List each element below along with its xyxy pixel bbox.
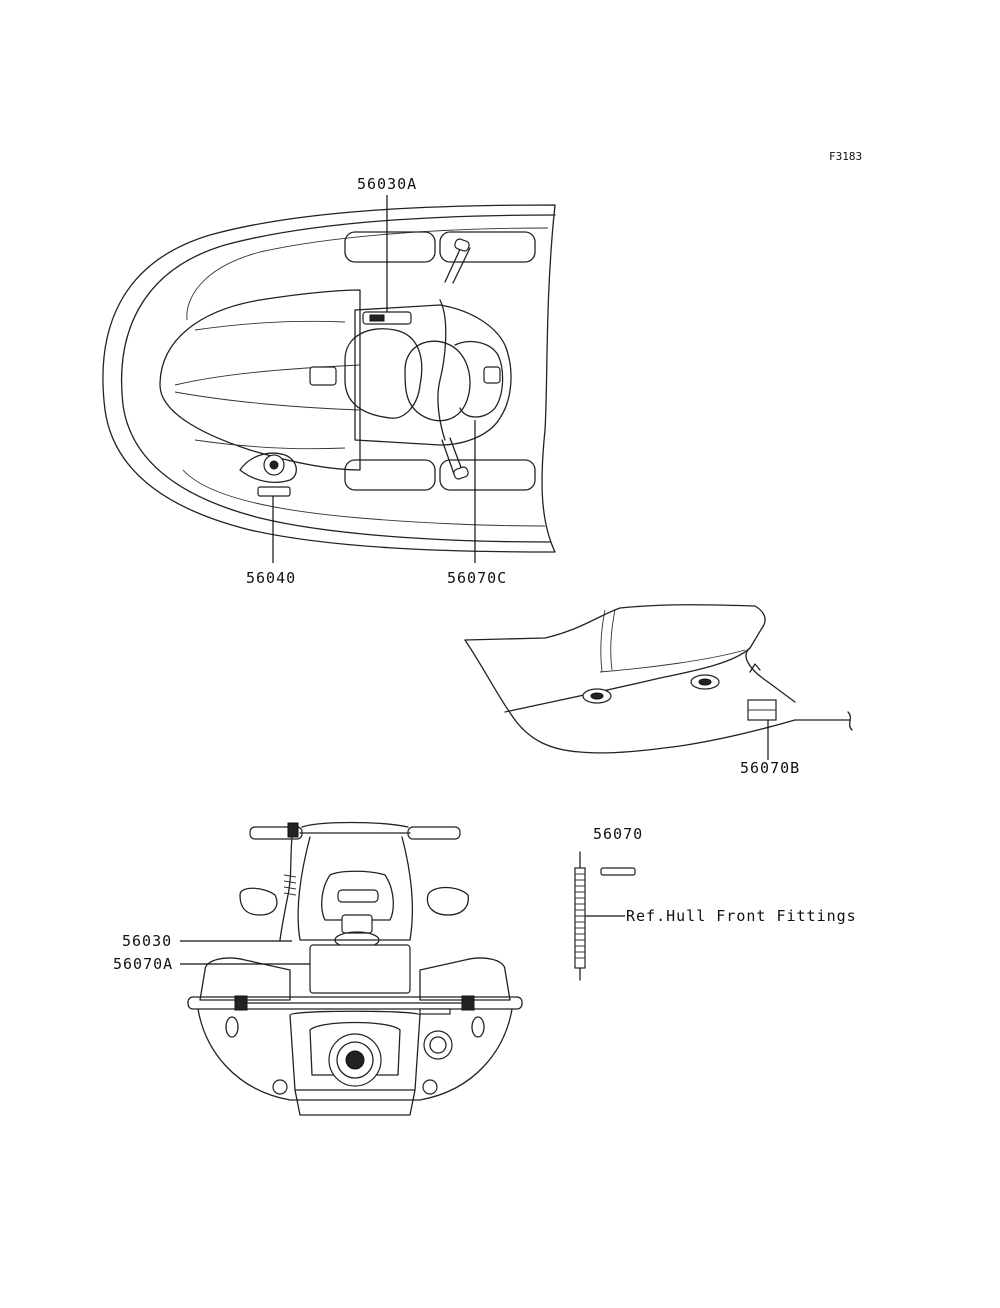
callout-56070: 56070: [593, 825, 644, 843]
callout-56070C: 56070C: [447, 569, 508, 587]
reference-note: Ref.Hull Front Fittings: [626, 907, 857, 925]
callout-56070B: 56070B: [740, 759, 801, 777]
side-view-drawing: [464, 604, 853, 760]
detail-drawing: [574, 851, 636, 981]
callout-56070A: 56070A: [113, 955, 174, 973]
top-view-drawing: [102, 195, 556, 563]
figure-code: F3183: [829, 150, 863, 163]
callout-56040: 56040: [246, 569, 297, 587]
callout-56030A: 56030A: [357, 175, 418, 193]
callout-56030: 56030: [122, 932, 173, 950]
rear-view-drawing: [180, 821, 523, 1116]
